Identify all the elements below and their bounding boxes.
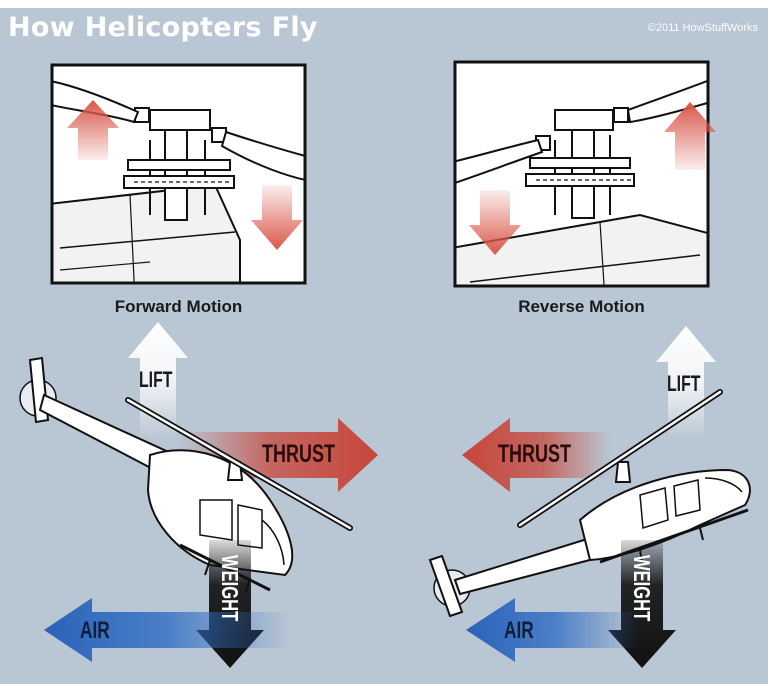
left-weight-label: WEIGHT [217,555,243,622]
forward-motion-caption: Forward Motion [114,297,243,316]
right-thrust-label: THRUST [498,440,572,468]
copyright-notice: ©2011 HowStuffWorks [647,22,758,34]
right-lift-arrow [656,326,716,440]
right-air-label: AIR [504,617,534,644]
reverse-motion-panel [453,60,716,288]
top-border [0,0,768,8]
left-lift-label: LIFT [139,367,173,392]
left-air-arrow [44,598,290,662]
left-thrust-label: THRUST [262,440,336,468]
diagram-title: How Helicopters Fly [8,12,318,43]
reverse-motion-caption: Reverse Motion [518,297,645,316]
left-helicopter [19,356,353,593]
right-weight-label: WEIGHT [629,555,655,622]
left-air-label: AIR [80,617,110,644]
right-thrust-arrow [462,418,610,492]
right-air-arrow [466,598,640,662]
right-helicopter [428,389,751,618]
right-lift-label: LIFT [667,371,701,396]
forward-motion-panel [50,63,307,285]
